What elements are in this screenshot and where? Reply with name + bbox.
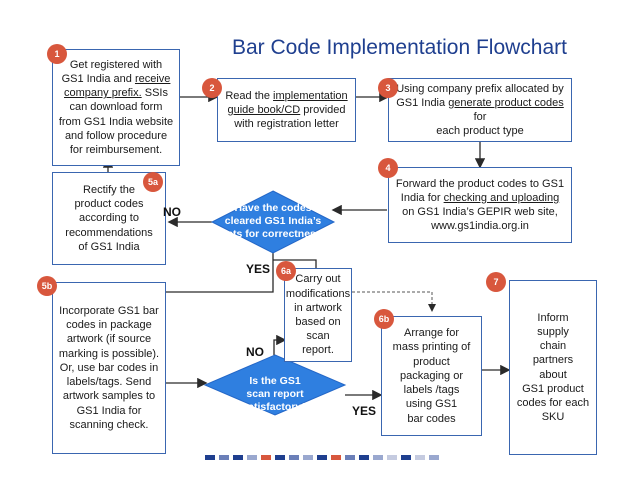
step-4-line-b: India for xyxy=(400,191,444,204)
decision2-diamond xyxy=(203,354,347,416)
step-6b-box: Arrange for mass printing of product pac… xyxy=(381,316,482,436)
step-6a-line-b: modifications xyxy=(285,287,351,300)
decision-1-line-3: tests for correctness? xyxy=(217,228,329,240)
step-2-line-a-link: implementation xyxy=(273,89,348,102)
decision-1-line-1: Have the codes xyxy=(234,202,312,214)
page-title: Bar Code Implementation Flowchart xyxy=(232,36,567,59)
step-4-line-b-link: checking and uploading xyxy=(443,191,560,204)
decision-2-no-label: NO xyxy=(246,345,264,359)
step-1-badge: 1 xyxy=(47,44,67,64)
step-1-line-b: GS1 India and xyxy=(61,72,135,85)
step-7-badge: 7 xyxy=(486,272,506,292)
arrow-decision2-to-6a xyxy=(273,334,287,355)
step-2-line-b: provided xyxy=(300,103,346,116)
step-2-line-b-link: guide book/CD xyxy=(227,103,301,116)
step-3-line-a: Using company prefix allocated by xyxy=(396,82,564,95)
step-5a-box: Rectify the product codes according to r… xyxy=(52,172,166,265)
step-5b-line-i: scanning check. xyxy=(69,418,149,431)
step-5b-line-b: codes in package xyxy=(66,319,152,332)
decision-2-text: Is the GS1 scan report satisfactory? xyxy=(218,375,332,414)
decision-1-text: Have the codes cleared GS1 India’s tests… xyxy=(212,202,334,241)
step-1-line-f: and follow procedure xyxy=(64,129,168,142)
step-5b-line-f: labels/tags. Send xyxy=(66,376,152,389)
step-5a-badge: 5a xyxy=(143,172,163,192)
step-1-line-d: can download form xyxy=(69,101,163,114)
step-6a-badge: 6a xyxy=(276,261,296,281)
decision-1-yes-label: YES xyxy=(246,262,271,276)
decorative-footer-strip xyxy=(205,455,439,460)
step-1-line-c: SSIs xyxy=(141,87,168,100)
step-6a-line-d: based on scan xyxy=(295,316,341,343)
step-4-line-c: on GS1 India’s GEPIR web site, xyxy=(402,206,558,218)
step-7-line-e: about xyxy=(539,368,567,381)
step-4-line-d: www.gs1india.org.in xyxy=(431,220,529,233)
step-6b-line-g: bar codes xyxy=(407,412,456,425)
step-7-line-d: partners xyxy=(532,354,574,367)
step-1-line-a: Get registered with xyxy=(69,58,163,71)
step-2-box: Read the implementation guide book/CD pr… xyxy=(217,78,356,142)
step-7-line-g: codes for each xyxy=(516,396,590,409)
step-5b-line-a: Incorporate GS1 bar xyxy=(59,305,159,318)
step-5a-line-a: Rectify the xyxy=(83,183,135,196)
step-6b-line-d: packaging or xyxy=(400,369,463,382)
step-6a-line-c: in artwork xyxy=(294,301,342,314)
step-1-line-g: for reimbursement. xyxy=(69,144,163,156)
decision1-diamond xyxy=(210,190,336,254)
step-3-line-c: each product type xyxy=(436,125,524,138)
step-3-line-b2: for xyxy=(473,111,487,123)
step-3-box: Using company prefix allocated by GS1 In… xyxy=(388,78,572,142)
step-6b-line-c: product xyxy=(413,355,450,368)
step-6b-badge: 6b xyxy=(374,309,394,329)
decision-1-line-2: cleared GS1 India’s xyxy=(224,215,322,227)
decision-2-yes-label: YES xyxy=(352,404,377,418)
step-2-line-c: with registration letter xyxy=(234,118,339,131)
step-6a-line-e: report. xyxy=(302,344,334,357)
step-6b-line-b: mass printing of xyxy=(392,341,471,354)
step-7-line-a: Inform xyxy=(537,311,569,324)
step-5b-line-d: marking is possible). xyxy=(58,347,160,360)
step-1-line-e: from GS1 India website xyxy=(58,115,174,128)
step-7-line-b: supply xyxy=(537,325,569,338)
step-5b-line-e: Or, use bar codes in xyxy=(59,361,159,374)
step-7-box: Inform supply chain partners about GS1 p… xyxy=(509,280,597,455)
step-7-line-f: GS1 product xyxy=(522,382,584,395)
step-1-line-c-link: company prefix. xyxy=(64,87,142,100)
step-4-badge: 4 xyxy=(378,158,398,178)
step-5b-badge: 5b xyxy=(37,276,57,296)
decision-2-line-2: scan report xyxy=(246,388,304,400)
step-5a-line-e: of GS1 India xyxy=(78,240,140,253)
decision-2-line-3: satisfactory? xyxy=(242,401,308,413)
step-2-line-a: Read the xyxy=(225,89,274,102)
step-6a-line-a: Carry out xyxy=(295,273,341,286)
step-5b-line-h: GS1 India for xyxy=(76,404,142,417)
step-4-line-a: Forward the product codes to GS1 xyxy=(395,177,565,190)
dashed-arrow-6a-to-6b xyxy=(352,291,436,312)
decision-1-no-label: NO xyxy=(163,205,181,219)
step-6b-line-a: Arrange for xyxy=(403,327,460,340)
step-6b-line-f: using GS1 xyxy=(405,398,458,411)
step-7-line-h: SKU xyxy=(541,411,565,424)
arrow-decision1-to-5b xyxy=(150,248,274,298)
step-5a-line-d: recommendations xyxy=(65,226,153,239)
step-5b-box: Incorporate GS1 bar codes in package art… xyxy=(52,282,166,454)
step-1-line-b-link: receive xyxy=(134,72,171,85)
step-2-badge: 2 xyxy=(202,78,222,98)
step-5b-line-c: artwork (if source xyxy=(66,333,152,346)
step-3-badge: 3 xyxy=(378,78,398,98)
step-1-box: Get registered with GS1 India and receiv… xyxy=(52,49,180,166)
step-6a-box: Carry out modifications in artwork based… xyxy=(284,268,352,362)
step-5a-line-b: product codes xyxy=(74,198,144,211)
step-3-line-b: GS1 India xyxy=(396,96,449,109)
step-5a-line-c: according to xyxy=(79,212,139,225)
step-4-box: Forward the product codes to GS1 India f… xyxy=(388,167,572,243)
decision-2-line-1: Is the GS1 xyxy=(249,375,301,387)
step-6b-line-e: labels /tags xyxy=(403,384,460,397)
step-3-line-b-link: generate product codes xyxy=(448,96,564,109)
step-7-line-c: chain xyxy=(539,340,567,353)
step-5b-line-g: artwork samples to xyxy=(62,390,156,403)
